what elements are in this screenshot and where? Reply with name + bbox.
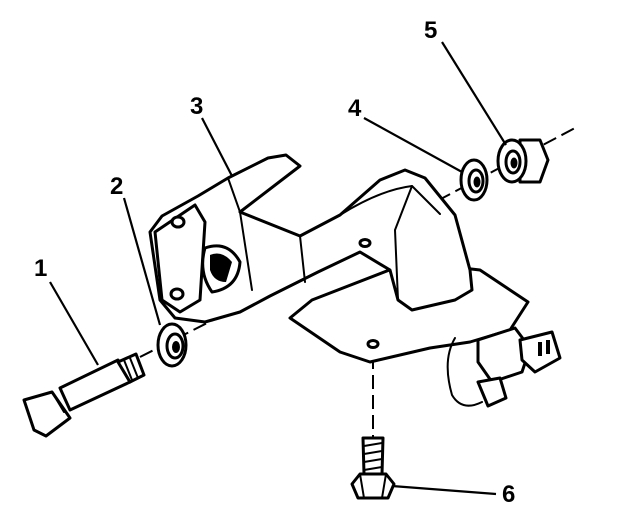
harness-connector	[476, 326, 532, 384]
harness-clip	[476, 376, 508, 408]
harness-wire	[446, 337, 483, 407]
leader-2	[122, 197, 162, 326]
connector-pin	[538, 342, 542, 356]
bracket-tower-edge	[394, 185, 413, 301]
bracket	[148, 153, 562, 408]
leader-4	[363, 117, 463, 173]
bolt-vertical	[350, 436, 396, 500]
washer-left	[156, 322, 188, 368]
callout-3: 3	[190, 93, 203, 120]
leader-6	[391, 484, 497, 496]
nut	[496, 138, 550, 184]
flange-hole	[169, 287, 185, 301]
bracket-web	[227, 177, 306, 291]
leader-lines	[49, 41, 507, 496]
callout-2: 2	[110, 173, 123, 200]
flange-hole	[170, 215, 186, 229]
connector-pin	[546, 340, 550, 354]
plate-bolt-hole	[366, 339, 380, 349]
washer-right	[459, 158, 489, 202]
leader-5	[441, 41, 507, 146]
bracket-bolt-hole	[358, 238, 372, 248]
bolt-long	[22, 352, 146, 438]
leader-3	[201, 117, 233, 177]
leader-1	[49, 281, 99, 366]
callout-6: 6	[502, 481, 515, 508]
bracket-opening-shadow	[210, 253, 232, 282]
callout-4: 4	[348, 95, 362, 122]
callout-1: 1	[34, 255, 47, 282]
bracket-flange	[153, 203, 207, 314]
callout-5: 5	[424, 17, 437, 44]
